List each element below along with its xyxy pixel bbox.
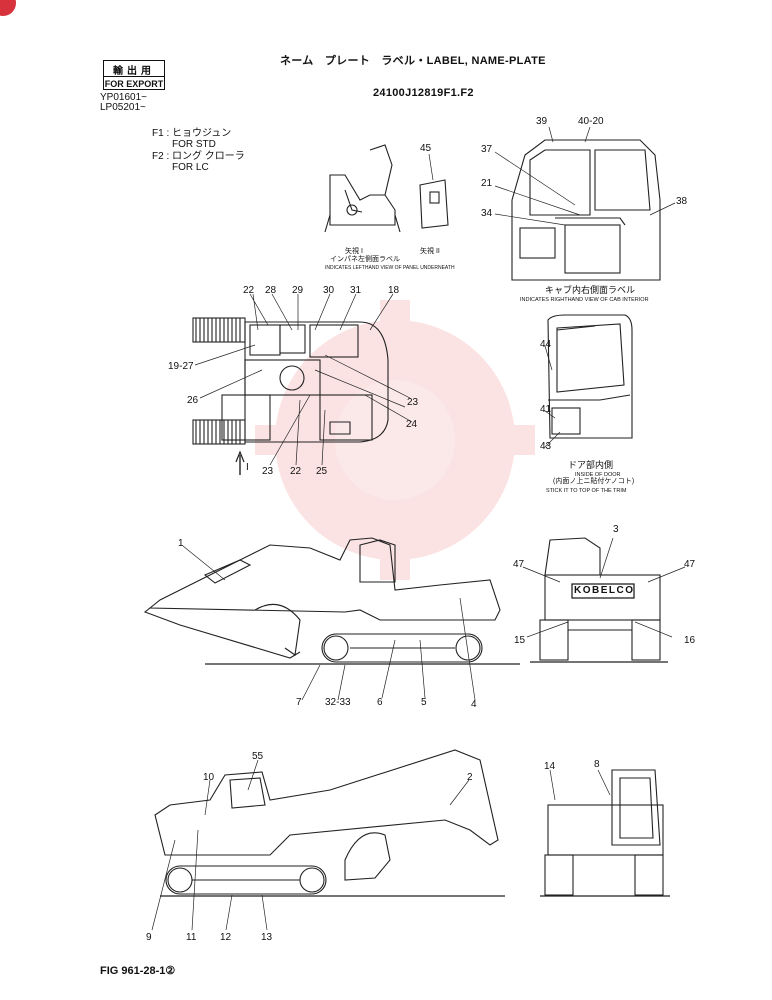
callout-41: 41 xyxy=(540,404,552,415)
callout-24: 24 xyxy=(406,419,418,430)
callout-38: 38 xyxy=(676,196,688,207)
page-title: ネーム プレート ラベル・LABEL, NAME-PLATE xyxy=(280,55,546,67)
callout-40-20: 40-20 xyxy=(578,116,604,127)
kobelco-plate xyxy=(571,583,635,599)
callout-23-right: 23 xyxy=(407,397,419,408)
callout-8: 8 xyxy=(594,759,600,770)
callout-44: 44 xyxy=(540,339,552,350)
seat-view-drawing xyxy=(324,144,401,233)
callout-23-bottom: 23 xyxy=(262,466,274,477)
cab-interior-drawing xyxy=(511,139,661,281)
callout-30: 30 xyxy=(323,285,335,296)
plan-view-drawing xyxy=(192,317,389,475)
rear-view-2-drawing xyxy=(540,769,670,897)
cab-caption-en: INDICATES RIGHTHAND VIEW OF CAB INTERIOR xyxy=(520,297,649,303)
callout-13: 13 xyxy=(261,932,273,943)
view-arrow-label: I xyxy=(246,462,249,473)
callout-5: 5 xyxy=(421,697,427,708)
callout-4: 4 xyxy=(471,699,477,710)
seat-caption-jp: 矢視 I xyxy=(345,248,363,255)
callout-6: 6 xyxy=(377,697,383,708)
export-stamp: 輸出用 FOR EXPORT xyxy=(103,60,165,90)
callout-11: 11 xyxy=(186,932,197,943)
callout-15: 15 xyxy=(514,635,526,646)
callout-45: 45 xyxy=(420,143,432,154)
callout-31: 31 xyxy=(350,285,362,296)
callout-12: 12 xyxy=(220,932,232,943)
legend-f1-en: FOR STD xyxy=(172,139,216,150)
callout-47-right: 47 xyxy=(684,559,696,570)
pillar-view-drawing xyxy=(419,179,449,229)
callout-2: 2 xyxy=(467,772,473,783)
callout-21: 21 xyxy=(481,178,493,189)
callout-32-33: 32-33 xyxy=(325,697,351,708)
callout-47-left: 47 xyxy=(513,559,525,570)
figure-number: FIG 961-28-1② xyxy=(100,965,176,977)
callout-19-27: 19-27 xyxy=(168,361,194,372)
legend-f1-jp: ヒョウジュン xyxy=(172,128,232,139)
legend-f1-code: F1 : xyxy=(152,128,170,139)
brand-label: KOBELCO xyxy=(574,585,635,596)
serial-range-2: LP05201~ xyxy=(100,102,146,113)
door-caption-jp2: (内面ノ上ニ貼付ケノコト) xyxy=(553,478,635,485)
legend-f2-code: F2 : xyxy=(152,151,170,162)
serial-range-1: YP01601~ xyxy=(100,92,147,103)
callout-39: 39 xyxy=(536,116,548,127)
door-drawing xyxy=(547,314,633,439)
export-stamp-jp: 輸出用 xyxy=(113,66,155,77)
part-number: 24100J12819F1.F2 xyxy=(373,87,474,99)
seat-caption-en: INDICATES LEFTHAND VIEW OF PANEL UNDERNE… xyxy=(325,265,455,271)
callout-43: 43 xyxy=(540,441,552,452)
corner-badge xyxy=(0,0,16,16)
callout-14: 14 xyxy=(544,761,556,772)
callout-22-bottom: 22 xyxy=(290,466,302,477)
rear-view-1-drawing xyxy=(530,537,668,663)
callout-55: 55 xyxy=(252,751,264,762)
callout-9: 9 xyxy=(146,932,152,943)
callout-1: 1 xyxy=(178,538,184,549)
callout-16: 16 xyxy=(684,635,696,646)
legend-f2-jp: ロング クローラ xyxy=(172,151,245,162)
seat-caption-sub: インパネ左側面ラベル xyxy=(330,256,400,263)
callout-25: 25 xyxy=(316,466,328,477)
callout-3: 3 xyxy=(613,524,619,535)
callout-37: 37 xyxy=(481,144,493,155)
export-stamp-en: FOR EXPORT xyxy=(104,76,164,89)
side-view-1-drawing xyxy=(143,537,520,665)
callout-29: 29 xyxy=(292,285,304,296)
legend-f2-en: FOR LC xyxy=(172,162,209,173)
callout-10: 10 xyxy=(203,772,215,783)
door-caption-jp: ドア部内側 xyxy=(568,460,614,470)
callout-7: 7 xyxy=(296,697,302,708)
side-view-2-drawing xyxy=(154,749,505,897)
callout-22-top: 22 xyxy=(243,285,255,296)
cab-caption-jp: キャブ内右側面ラベル xyxy=(545,285,636,295)
door-caption-en2: STICK IT TO TOP OF THE TRIM xyxy=(546,488,627,494)
pillar-caption-jp: 矢視 II xyxy=(420,248,440,255)
callout-18: 18 xyxy=(388,285,400,296)
callout-34: 34 xyxy=(481,208,493,219)
door-caption-en: INSIDE OF DOOR xyxy=(575,472,621,478)
callout-28: 28 xyxy=(265,285,277,296)
callout-26: 26 xyxy=(187,395,199,406)
